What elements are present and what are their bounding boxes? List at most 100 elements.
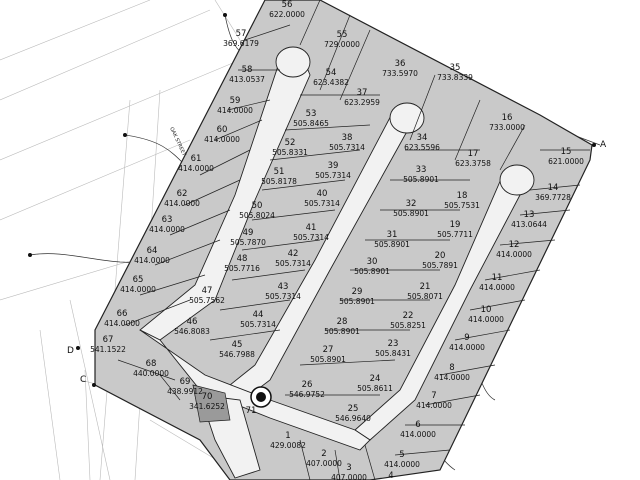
lot-number: 3 [346,463,351,473]
lot-number: 12 [509,240,520,250]
lot-number: 62 [177,189,188,199]
lot-area: 505.8611 [357,384,393,393]
lot-number: 2 [321,449,326,459]
lot-area: 733.5970 [382,69,418,78]
lot-area: 505.8901 [403,175,439,184]
lot-area: 414.0000 [479,283,515,292]
lot-area: 623.3758 [455,159,491,168]
lot-number: 15 [561,147,572,157]
lot-area: 505.7314 [265,292,301,301]
lot-area: 414.0000 [164,199,200,208]
lot-number: 26 [302,380,313,390]
lot-number: 36 [395,59,406,69]
lot-number: 60 [217,125,228,135]
lot-area: 505.8901 [339,297,375,306]
lot-number: 53 [306,109,317,119]
lot-area: 414.0000 [416,401,452,410]
lot-area: 414.0000 [434,373,470,382]
lot-area: 505.7562 [189,296,225,305]
lot-area: 505.8901 [393,209,429,218]
lot-area: 414.0000 [178,164,214,173]
lot-number: 42 [288,249,299,259]
lot-area: 414.0000 [468,315,504,324]
lot-number: 7 [431,391,436,401]
corner-label-a: A [600,140,607,150]
lot-area: 414.0000 [400,430,436,439]
lot-area: 505.7314 [329,143,365,152]
lot-number: 59 [230,96,241,106]
lot-number: 6 [415,420,420,430]
lot-number: 13 [524,210,535,220]
lot-area: 414.0000 [120,285,156,294]
lot-number: 27 [323,345,334,355]
lot-number: 67 [103,335,114,345]
lot-number: 39 [328,161,339,171]
lot-number: 23 [388,339,399,349]
lot-number: 46 [187,317,198,327]
lot-area: 505.7314 [315,171,351,180]
lot-area: 438.9912 [167,387,203,396]
lot-area: 414.0000 [384,460,420,469]
lot-number: 29 [352,287,363,297]
lot-number: 49 [243,228,254,238]
lot-area: 505.7711 [437,230,473,239]
lot-area: 369.6179 [223,39,259,48]
lot-area: 729.0000 [324,40,360,49]
lot-number: 33 [416,165,427,175]
lot-number: 37 [357,88,368,98]
lot-number: 35 [450,63,461,73]
lot-number: 55 [337,30,348,40]
lot-number: 66 [117,309,128,319]
lot-number: 1 [285,431,290,441]
lot-number: 11 [492,273,503,283]
lot-number: 8 [449,363,454,373]
lot-number: 58 [242,65,253,75]
lot-number: 30 [367,257,378,267]
lot-area: 407.0000 [331,473,367,480]
lot-area: 505.7314 [275,259,311,268]
lot-area: 621.0000 [548,157,584,166]
lot-number: 48 [237,254,248,264]
lot-area: 623.2959 [344,98,380,107]
lot-number: 70 [202,392,213,402]
lot-number: 31 [387,230,398,240]
lot-area: 505.8331 [272,148,308,157]
lot-labels: 56622.000055729.000057369.617936733.5970… [90,0,584,480]
lot-number: 64 [147,246,158,256]
lot-number: 21 [420,282,431,292]
lot-area: 505.8901 [374,240,410,249]
lot-area: 546.7988 [219,350,255,359]
lot-number: 50 [252,201,263,211]
lot-area: 505.8024 [239,211,275,220]
lot-area: 623.5596 [404,143,440,152]
lot-area: 414.0000 [496,250,532,259]
lot-number: 18 [457,191,468,201]
lot-area: 505.7870 [230,238,266,247]
lot-number: 71 [246,406,257,416]
lot-area: 505.8901 [324,327,360,336]
lot-number: 28 [337,317,348,327]
corner-label-d: D [67,346,74,356]
lot-area: 623.4382 [313,78,349,87]
lot-area: 440.0000 [133,369,169,378]
lot-number: 10 [481,305,492,315]
lot-number: 25 [348,404,359,414]
lot-number: 24 [370,374,381,384]
lot-number: 17 [468,149,479,159]
lot-area: 505.7314 [293,233,329,242]
lot-number: 40 [317,189,328,199]
lot-number: 52 [285,138,296,148]
lot-area: 505.8071 [407,292,443,301]
lot-number: 56 [282,0,293,10]
survey-points [28,13,596,387]
lot-area: 546.9752 [289,390,325,399]
lot-area: 541.1522 [90,345,126,354]
lot-area: 414.0000 [104,319,140,328]
lot-area: 505.7531 [444,201,480,210]
lot-area: 733.0000 [489,123,525,132]
lot-area: 413.0644 [511,220,547,229]
lot-number: 68 [146,359,157,369]
lot-number: 63 [162,215,173,225]
lot-number: 45 [232,340,243,350]
